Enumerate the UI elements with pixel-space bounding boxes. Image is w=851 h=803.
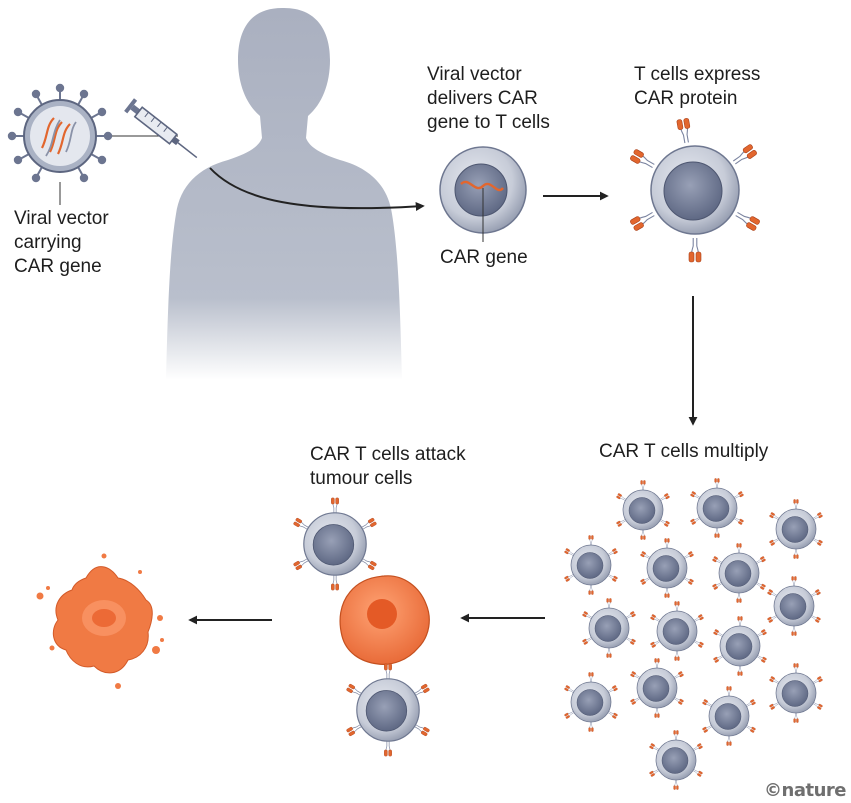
syringe-icon xyxy=(124,98,198,159)
car-gene-strand xyxy=(460,180,504,192)
viral-vector-icon xyxy=(7,83,113,183)
transduced-t-cell xyxy=(439,146,527,242)
nature-credit: ©nature xyxy=(764,780,846,801)
label-car-gene: CAR gene xyxy=(440,247,528,268)
label-cells-multiply: CAR T cells multiply xyxy=(599,441,769,462)
label-vector-delivers: Viral vector delivers CAR gene to T cell… xyxy=(427,64,550,133)
car-t-cell-expressing xyxy=(629,117,761,263)
label-t-cells-express: T cells express CAR protein xyxy=(634,64,761,109)
dead-tumour-cell-icon xyxy=(36,553,164,689)
human-silhouette-icon xyxy=(166,8,402,380)
car-t-cell-population xyxy=(564,478,823,789)
car-t-attack-scene xyxy=(293,498,430,756)
label-viral-vector: Viral vector carrying CAR gene xyxy=(14,208,109,277)
label-cells-attack: CAR T cells attack tumour cells xyxy=(310,444,466,489)
